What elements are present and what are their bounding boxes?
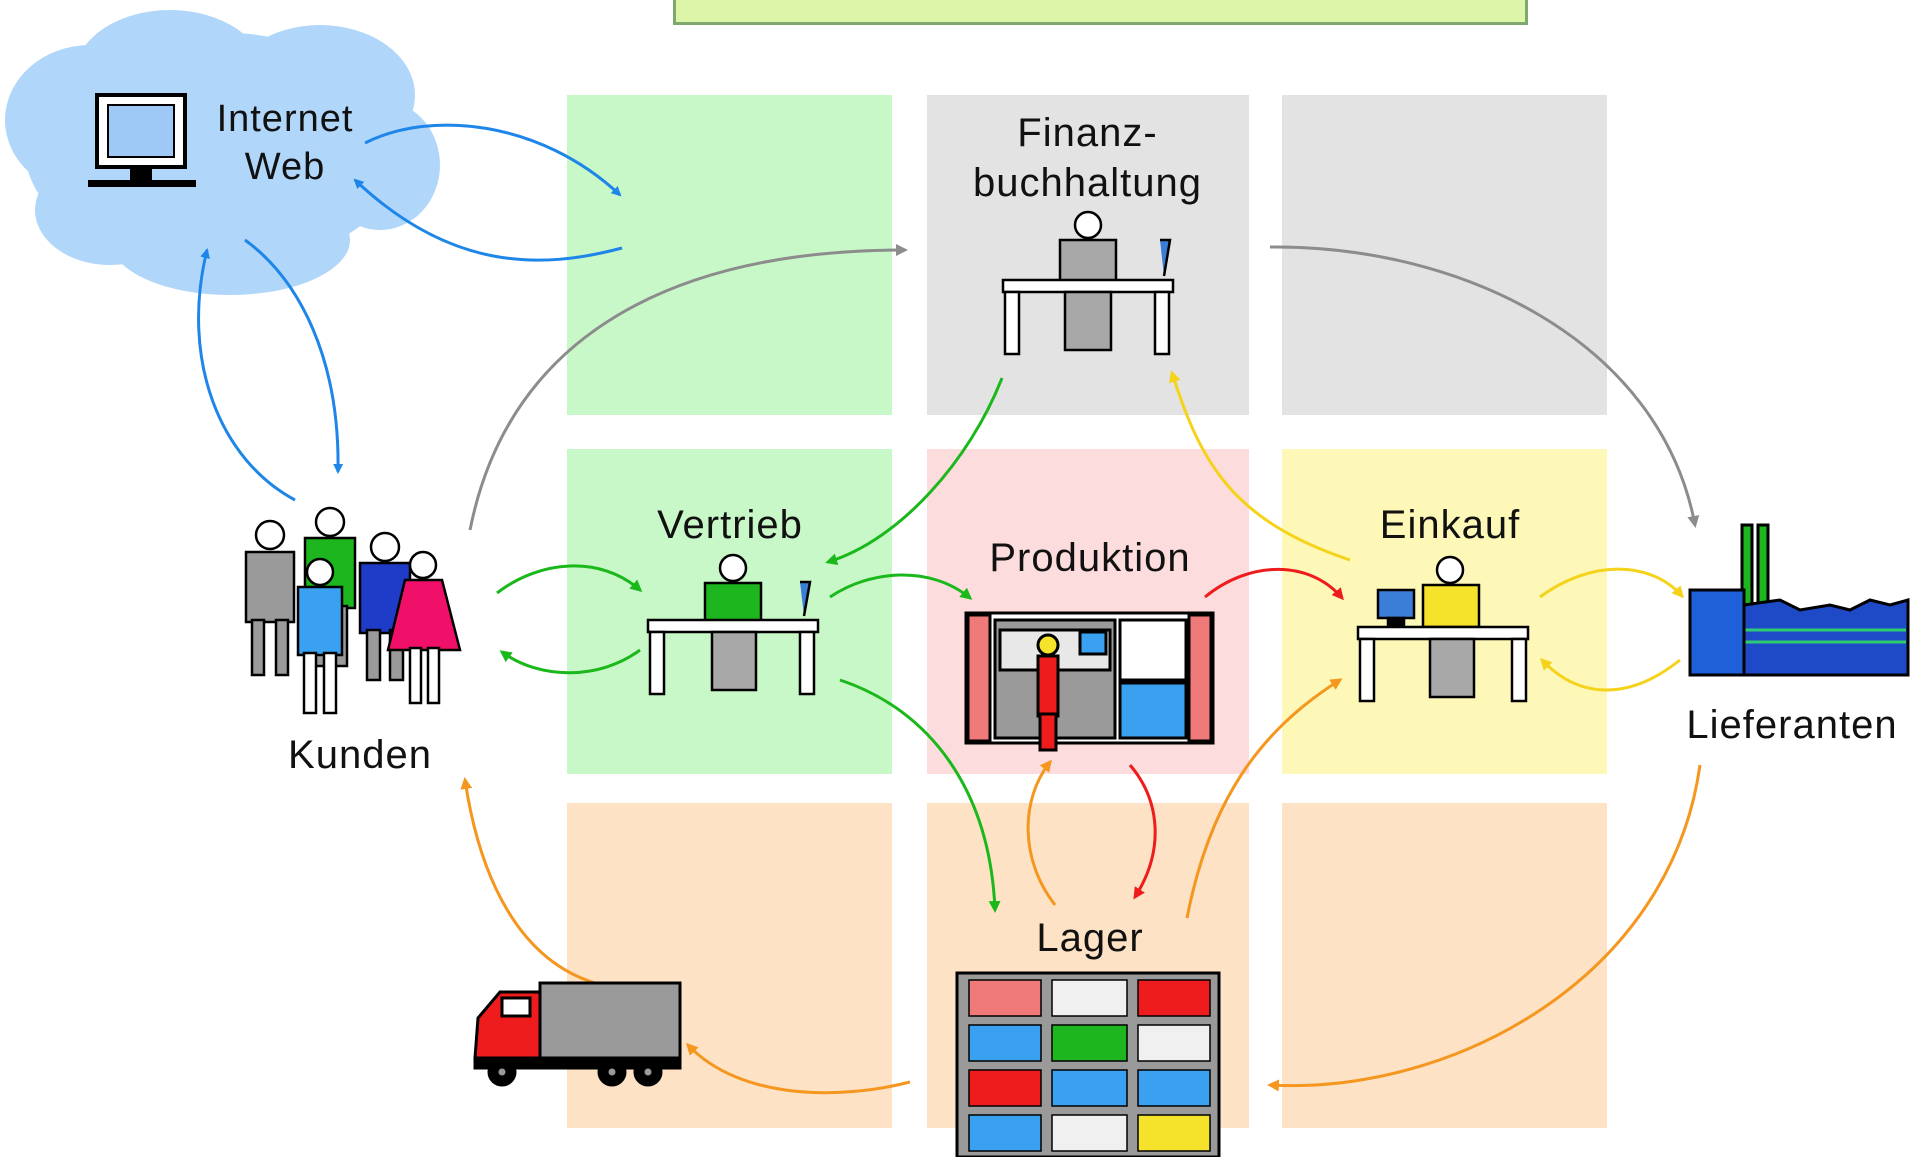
arrow-lager-to-truck — [685, 1042, 911, 1095]
clerk-desk-icon — [1001, 210, 1175, 356]
arrow-einkauf-to-lieferanten — [1539, 567, 1684, 599]
label-lieferanten: Lieferanten — [1686, 703, 1898, 747]
label-lager: Lager — [1036, 916, 1144, 960]
arrow-lager-to-einkauf — [1185, 678, 1343, 919]
label-vertrieb: Vertrieb — [657, 503, 803, 547]
people-icon — [244, 506, 462, 715]
computer-icon — [88, 93, 196, 187]
arrow-kunden-to-vertrieb — [496, 564, 643, 595]
arrow-produktion-to-lager — [1128, 764, 1157, 900]
label-produktion: Produktion — [989, 536, 1191, 580]
arrow-web-to-vertrieb — [364, 123, 622, 197]
clerk-desk-icon — [646, 553, 820, 696]
arrow-vertrieb-to-kunden — [499, 648, 641, 675]
arrow-vertrieb-to-lager — [839, 678, 1001, 913]
warehouse-rack-icon — [955, 971, 1221, 1157]
label-einkauf: Einkauf — [1379, 503, 1521, 547]
label-kunden: Kunden — [288, 733, 432, 777]
cell-bottom-right — [1282, 803, 1607, 1128]
arrow-lieferanten-to-lager — [1267, 764, 1702, 1092]
arrow-kunden-to-finanz — [468, 244, 908, 531]
arrow-vertrieb-to-produktion — [829, 573, 973, 600]
label-internet: Internet Web — [216, 98, 354, 188]
arrow-lieferanten-to-einkauf — [1539, 657, 1681, 692]
cell-top-left — [567, 95, 892, 415]
label-finanzbuchhaltung: Finanz- buchhaltung — [973, 111, 1202, 205]
clerk-desk-icon — [1356, 555, 1530, 703]
arrow-web-to-kunden — [244, 238, 344, 474]
arrow-kunden-to-web — [197, 248, 296, 502]
arrow-lager-to-produktion — [1026, 759, 1057, 906]
arrow-einkauf-to-finanz — [1169, 370, 1351, 562]
internet-cloud — [5, 10, 440, 295]
factory-icon — [1688, 523, 1910, 677]
arrow-produktion-to-einkauf — [1204, 568, 1344, 601]
title-banner — [673, 0, 1528, 25]
arrow-finanz-to-lieferanten — [1269, 245, 1700, 528]
arrow-finanz-to-vertrieb — [825, 377, 1004, 566]
machine-operator-icon — [964, 611, 1215, 752]
cell-top-right — [1282, 95, 1607, 415]
arrow-truck-to-kunden — [460, 777, 596, 985]
truck-icon — [473, 981, 682, 1087]
arrow-vertrieb-to-web — [353, 178, 623, 262]
